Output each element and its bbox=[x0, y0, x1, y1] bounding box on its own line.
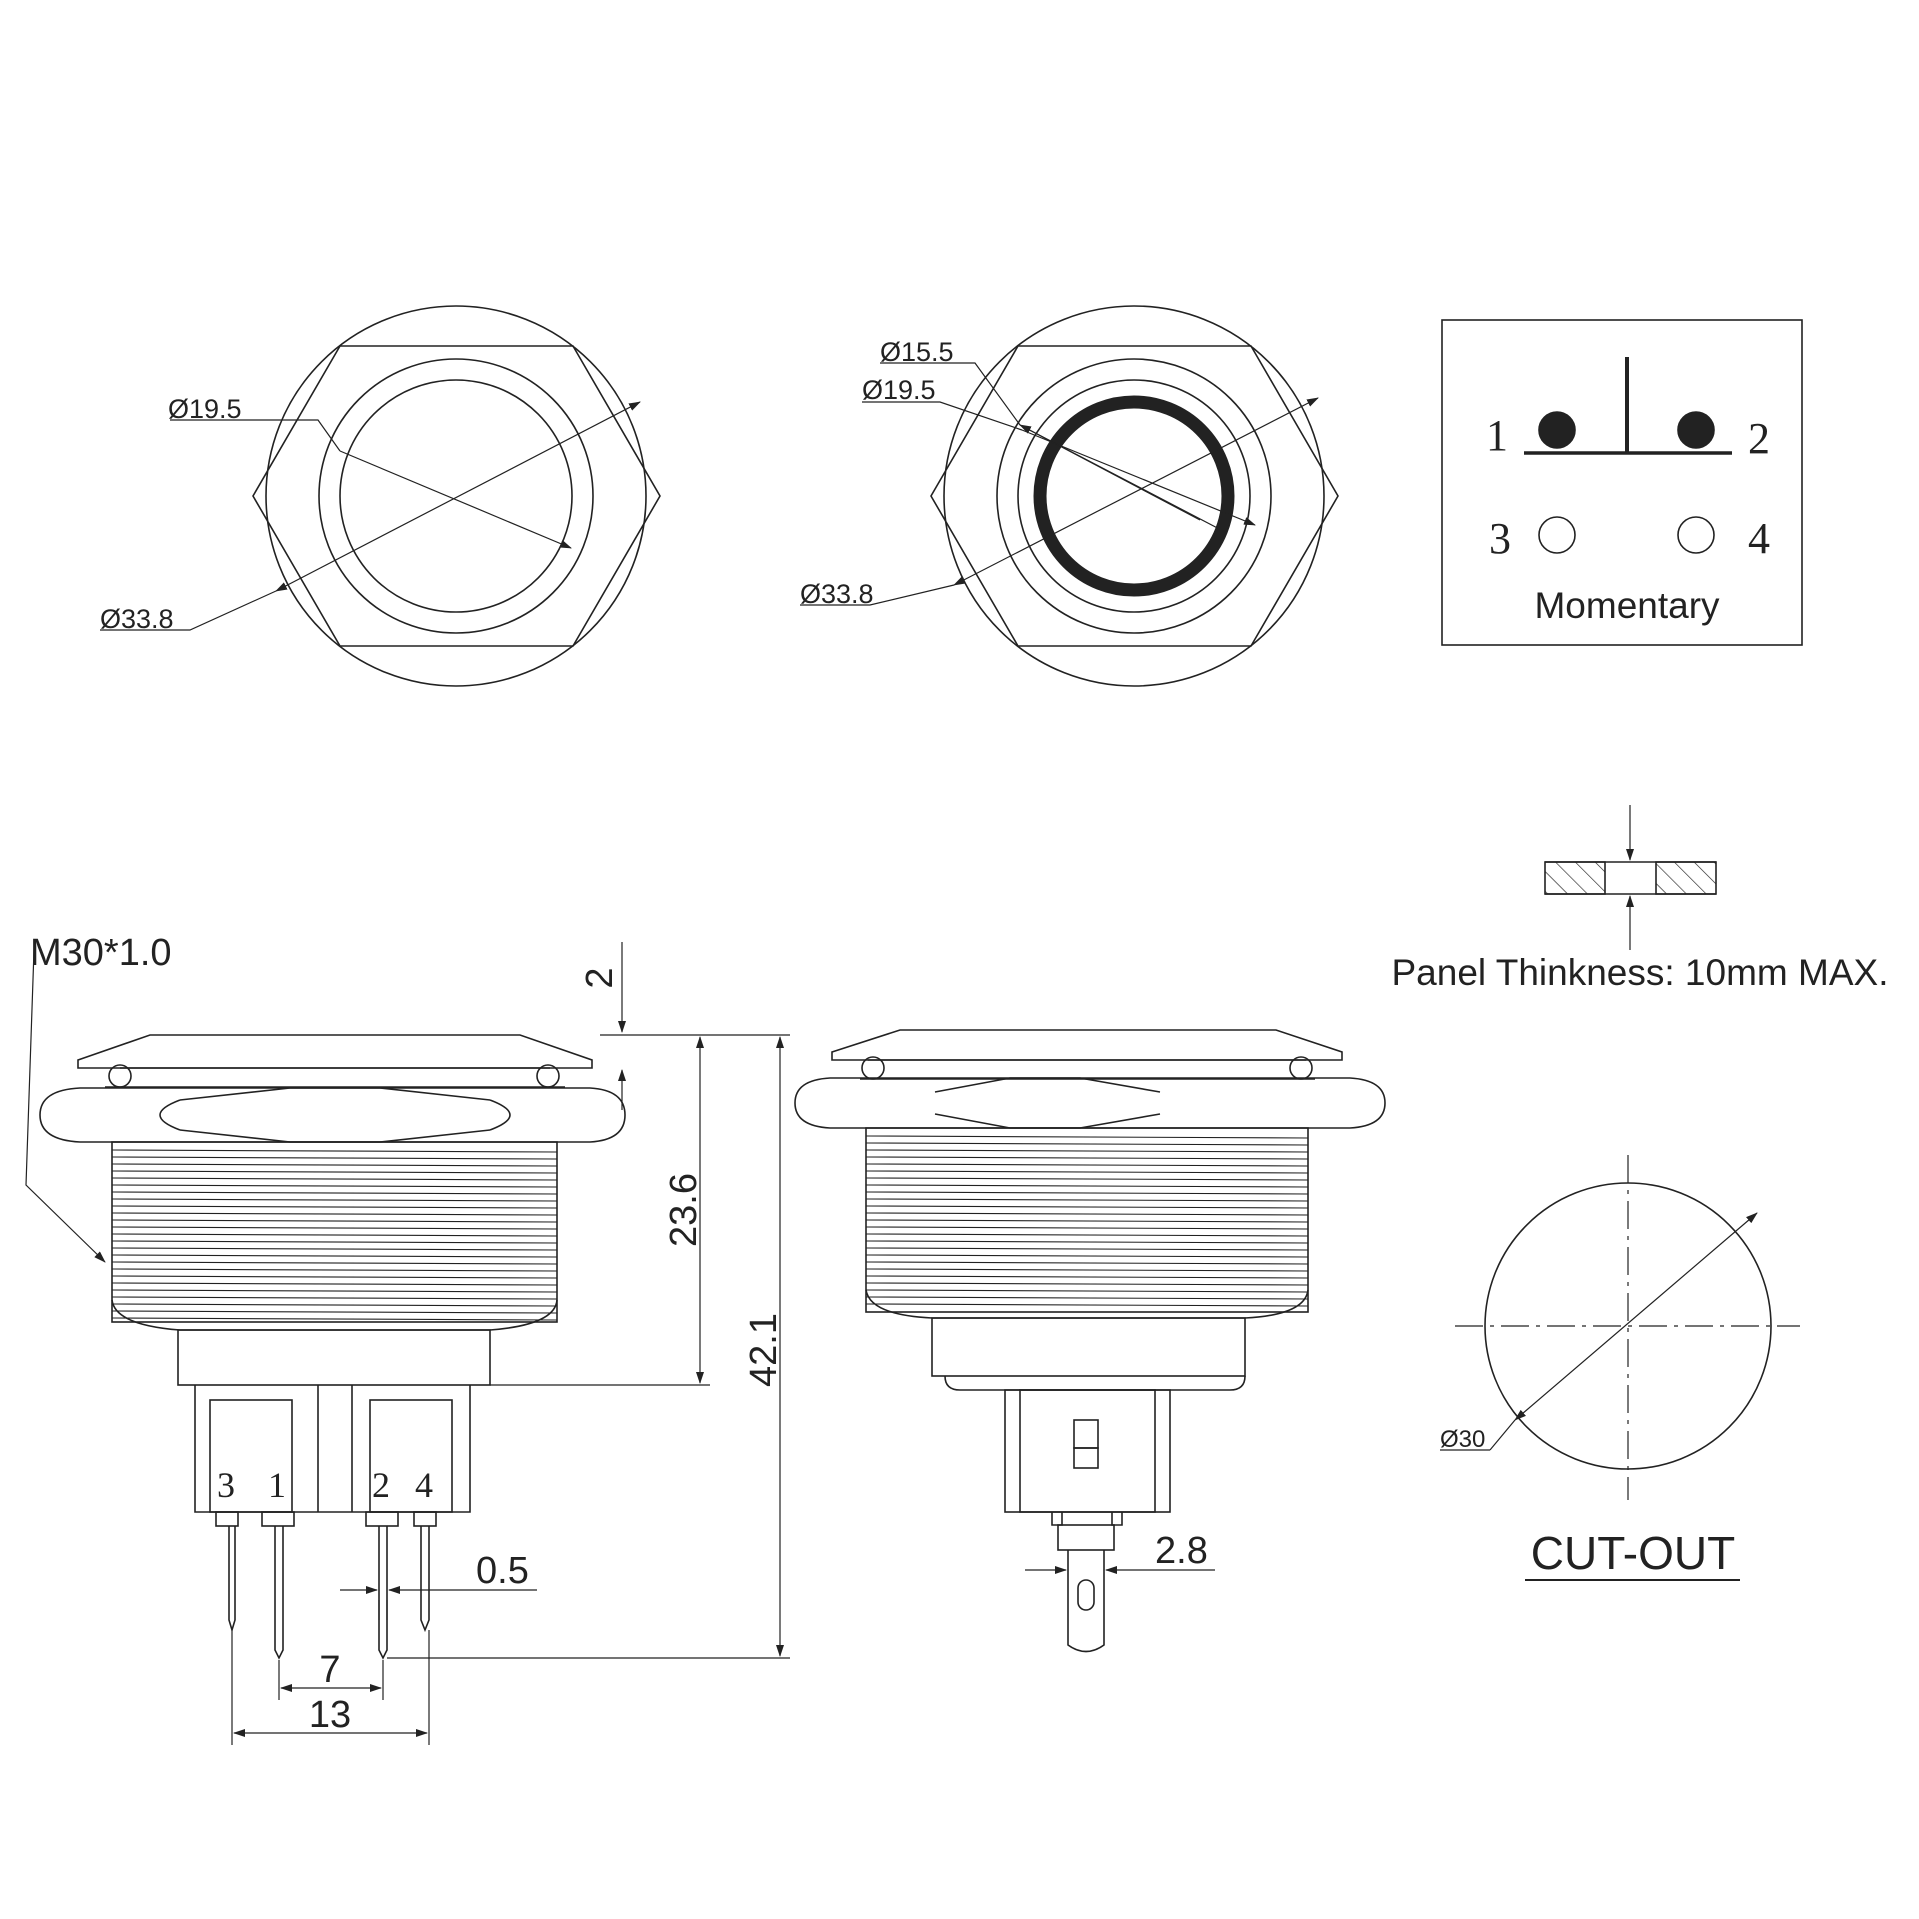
schematic-pin-1: 1 bbox=[1486, 411, 1508, 460]
schematic-pin-4: 4 bbox=[1748, 514, 1770, 563]
thread-line bbox=[865, 1149, 1309, 1153]
side-pin-label-1: 1 bbox=[268, 1465, 286, 1505]
thread-line bbox=[865, 1275, 1309, 1279]
dim-flange: 2 bbox=[579, 967, 621, 988]
thread-line bbox=[111, 1240, 558, 1244]
dim-terminal-width: 2.8 bbox=[1155, 1530, 1208, 1572]
front-view bbox=[794, 1029, 1386, 1653]
thread-line bbox=[111, 1219, 558, 1223]
dim-body-height: 23.6 bbox=[663, 1173, 705, 1247]
thread-line bbox=[865, 1184, 1309, 1188]
thread-line bbox=[111, 1149, 558, 1153]
schematic-pin-3: 3 bbox=[1489, 514, 1511, 563]
side-pin-label-4: 4 bbox=[415, 1465, 433, 1505]
thread-lines bbox=[111, 1149, 558, 1321]
thread-line bbox=[865, 1254, 1309, 1258]
dim-pin-spacing-inner: 7 bbox=[319, 1649, 340, 1691]
thread-line bbox=[865, 1219, 1309, 1223]
thread-line bbox=[865, 1289, 1309, 1293]
thread-line bbox=[865, 1198, 1309, 1202]
thread-line bbox=[865, 1170, 1309, 1174]
dim-pin-width: 0.5 bbox=[476, 1550, 529, 1592]
thread-line bbox=[111, 1212, 558, 1216]
dim-top-mid-outer: Ø33.8 bbox=[800, 579, 874, 609]
thread-line bbox=[111, 1275, 558, 1279]
thread-line bbox=[111, 1289, 558, 1293]
thread-line bbox=[865, 1156, 1309, 1160]
thread-line bbox=[111, 1254, 558, 1258]
thread-line bbox=[111, 1156, 558, 1160]
thread-line bbox=[111, 1261, 558, 1265]
panel-thickness-diagram bbox=[1544, 805, 1717, 950]
thread-line bbox=[111, 1247, 558, 1251]
dim-pin-spacing-outer: 13 bbox=[309, 1694, 351, 1736]
thread-line bbox=[865, 1142, 1309, 1146]
dim-cutout: Ø30 bbox=[1440, 1426, 1485, 1453]
thread-line bbox=[865, 1226, 1309, 1230]
thread-line bbox=[865, 1233, 1309, 1237]
thread-line bbox=[111, 1177, 558, 1181]
thread-line bbox=[111, 1296, 558, 1300]
dim-total-height: 42.1 bbox=[743, 1313, 785, 1387]
panel-thickness-note: Panel Thinkness: 10mm MAX. bbox=[1392, 952, 1889, 993]
thread-line bbox=[865, 1163, 1309, 1167]
thread-line bbox=[865, 1191, 1309, 1195]
thread-line bbox=[865, 1261, 1309, 1265]
side-view bbox=[39, 1034, 626, 1660]
top-view-ring bbox=[800, 305, 1339, 687]
dim-thread: M30*1.0 bbox=[30, 932, 172, 974]
cutout-diagram bbox=[1440, 1155, 1800, 1581]
thread-line bbox=[111, 1310, 558, 1314]
thread-line bbox=[865, 1240, 1309, 1244]
thread-line bbox=[865, 1282, 1309, 1286]
dim-top-left-inner: Ø19.5 bbox=[168, 394, 242, 424]
thread-lines-front bbox=[865, 1135, 1309, 1307]
thread-line bbox=[111, 1170, 558, 1174]
thread-line bbox=[111, 1163, 558, 1167]
thread-line bbox=[865, 1247, 1309, 1251]
thread-line bbox=[865, 1296, 1309, 1300]
schematic-mode-label: Momentary bbox=[1534, 585, 1720, 626]
thread-line bbox=[865, 1303, 1309, 1307]
thread-line bbox=[865, 1212, 1309, 1216]
thread-line bbox=[111, 1303, 558, 1307]
thread-line bbox=[111, 1268, 558, 1272]
schematic-pin-2: 2 bbox=[1748, 414, 1770, 463]
thread-line bbox=[111, 1184, 558, 1188]
dim-top-mid-ring: Ø15.5 bbox=[880, 337, 954, 367]
dim-top-left-outer: Ø33.8 bbox=[100, 604, 174, 634]
side-pin-label-2: 2 bbox=[372, 1465, 390, 1505]
thread-line bbox=[865, 1177, 1309, 1181]
thread-line bbox=[111, 1226, 558, 1230]
thread-line bbox=[111, 1317, 558, 1321]
thread-line bbox=[111, 1205, 558, 1209]
thread-line bbox=[111, 1233, 558, 1237]
thread-line bbox=[111, 1198, 558, 1202]
side-pin-label-3: 3 bbox=[217, 1465, 235, 1505]
thread-line bbox=[865, 1135, 1309, 1139]
top-view-plain bbox=[100, 305, 661, 687]
side-view-dimensions bbox=[25, 942, 790, 1745]
thread-line bbox=[111, 1282, 558, 1286]
cutout-title: CUT-OUT bbox=[1531, 1527, 1735, 1579]
switch-schematic bbox=[1441, 319, 1803, 646]
thread-line bbox=[865, 1205, 1309, 1209]
dim-top-mid-inner: Ø19.5 bbox=[862, 375, 936, 405]
thread-line bbox=[865, 1268, 1309, 1272]
thread-line bbox=[111, 1191, 558, 1195]
